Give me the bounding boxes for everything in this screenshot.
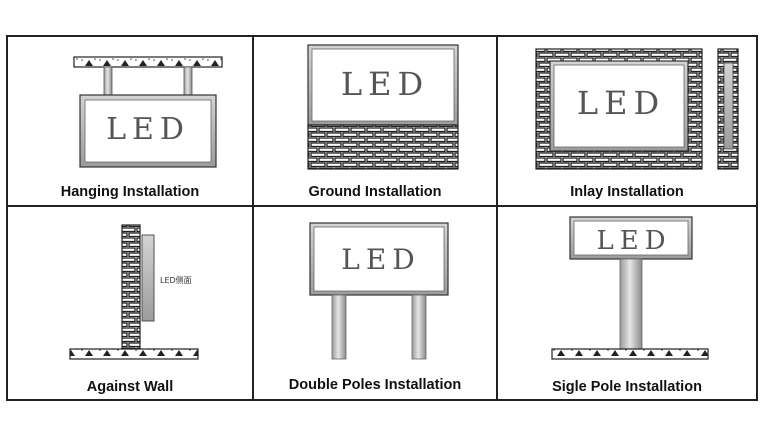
caption-inlay-installation: Inlay Installation (570, 184, 684, 200)
led-screen-text: LED (596, 226, 671, 256)
caption-ground-installation: Ground Installation (308, 184, 442, 200)
ceiling-beam (73, 56, 223, 68)
caption-single-pole-installation: Sigle Pole Installation (552, 379, 702, 395)
led-screen (313, 226, 445, 292)
against-wall-illustration: LED侧面 (69, 224, 199, 360)
hanger-rod-right (183, 66, 193, 96)
ground-slab (551, 348, 709, 360)
panel-single-pole-installation: LED Sigle Pole Installation (496, 205, 758, 401)
single-pole (619, 258, 643, 350)
led-screen-text: LED (577, 84, 665, 122)
ground-slab (69, 348, 199, 360)
hanger-rod-left (103, 66, 113, 96)
led-screen (311, 48, 455, 122)
screen-side-view (141, 234, 155, 322)
led-screen (84, 99, 212, 163)
double-poles-illustration: LED (309, 222, 449, 360)
panel-ground-installation: LED Ground Installation (252, 35, 498, 207)
led-screen-text: LED (341, 65, 429, 103)
ground-installation-illustration: LED (307, 44, 459, 170)
led-screen (553, 64, 685, 148)
installation-diagram-grid: LED Hanging Installation LED Ground Inst… (6, 35, 758, 401)
led-screen-text: LED (106, 112, 190, 147)
panel-double-poles-installation: LED Double Poles Installation (252, 205, 498, 401)
led-screen (573, 220, 689, 256)
panel-inlay-installation: LED Inlay Installation (496, 35, 758, 207)
pole-right (411, 294, 427, 360)
screen-side-view (723, 62, 734, 150)
panel-against-wall: LED侧面 Against Wall (6, 205, 254, 401)
caption-hanging-installation: Hanging Installation (60, 184, 200, 200)
side-view-label: LED侧面 (160, 275, 192, 285)
caption-against-wall: Against Wall (86, 379, 174, 395)
brick-base (307, 124, 459, 170)
led-screen-text: LED (341, 243, 420, 276)
inlay-installation-illustration: LED (535, 48, 739, 170)
caption-double-poles-installation: Double Poles Installation (288, 377, 462, 393)
hanging-installation-illustration: LED (73, 56, 223, 168)
pole-left (331, 294, 347, 360)
single-pole-illustration: LED (551, 216, 709, 360)
brick-wall-side (121, 224, 141, 350)
panel-hanging-installation: LED Hanging Installation (6, 35, 254, 207)
